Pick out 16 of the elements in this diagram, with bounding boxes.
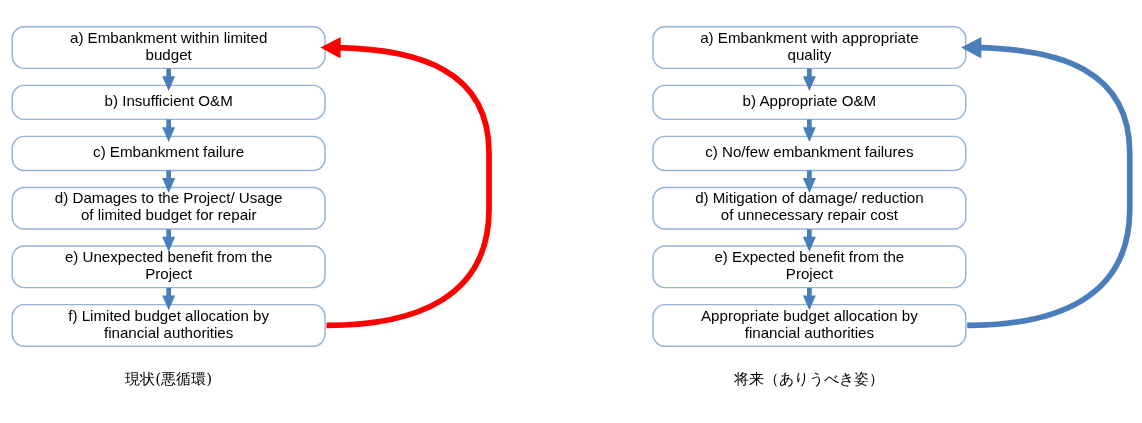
node-box: e) Unexpected benefit from the Project xyxy=(11,244,326,288)
node-box: d) Damages to the Project/ Usage of limited budget for repair xyxy=(11,186,326,230)
node-box: a) Embankment within limited budget xyxy=(11,25,326,69)
node-box: c) Embankment failure xyxy=(11,135,326,171)
node-box: b) Appropriate O&M xyxy=(652,84,967,120)
node-box: b) Insufficient O&M xyxy=(11,84,326,120)
node-box: Appropriate budget allocation by financial authorities xyxy=(652,303,967,347)
node-box: d) Mitigation of damage/ reduction of unnecessary repair cost xyxy=(652,186,967,230)
label: 現状(悪循環) xyxy=(125,369,213,388)
node-box: c) No/few embankment failures xyxy=(652,135,967,171)
arrow xyxy=(961,36,1133,328)
label: 将来（ありうべき姿） xyxy=(734,369,885,388)
arrow xyxy=(320,36,492,328)
node-box: a) Embankment with appropriate quality xyxy=(652,25,967,69)
node-box: f) Limited budget allocation by financial authorities xyxy=(11,303,326,347)
node-box: e) Expected benefit from the Project xyxy=(652,244,967,288)
